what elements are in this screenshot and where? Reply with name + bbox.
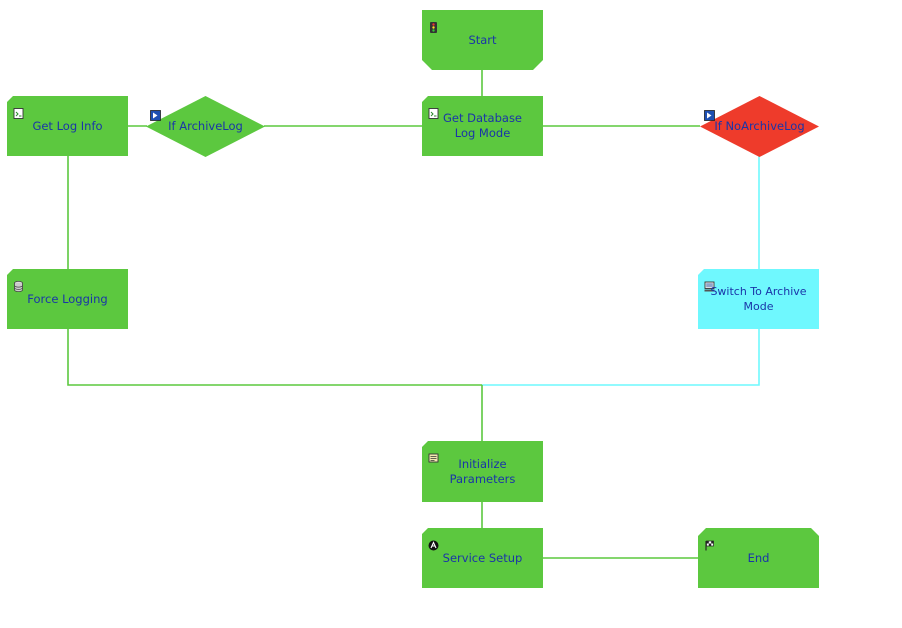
traffic-light-icon <box>430 22 437 33</box>
node-end[interactable]: End <box>698 528 819 588</box>
node-shape <box>7 96 128 156</box>
script-icon <box>13 108 24 119</box>
node-shape <box>7 269 128 329</box>
node-shape <box>422 528 543 588</box>
node-label: If ArchiveLog <box>168 119 243 133</box>
script-icon <box>428 108 439 119</box>
node-label: End <box>747 550 770 565</box>
node-get-database-log-mode[interactable]: Get Database Log Mode <box>422 96 543 156</box>
node-label: Get Log Info <box>32 118 103 133</box>
decision-icon <box>150 110 161 121</box>
node-switch-to-archive-mode[interactable]: Switch To Archive Mode <box>698 269 819 329</box>
link-switch-init <box>482 328 760 386</box>
link-force-init <box>67 328 482 386</box>
node-service-setup[interactable]: Service Setup <box>422 528 543 588</box>
decision-icon <box>704 110 715 121</box>
node-label: Force Logging <box>27 291 108 306</box>
database-icon <box>14 281 23 292</box>
node-label: Start <box>468 32 497 47</box>
node-shape <box>422 96 543 156</box>
node-initialize-parameters[interactable]: Initialize Parameters <box>422 441 543 502</box>
node-label: Initialize Parameters <box>449 456 516 486</box>
node-shape <box>422 441 543 502</box>
service-icon <box>428 540 439 551</box>
node-shape <box>422 10 543 70</box>
node-label: Get Database Log Mode <box>442 111 523 140</box>
parameters-icon <box>428 453 439 463</box>
node-if-archivelog[interactable]: If ArchiveLog <box>146 96 265 157</box>
flag-icon <box>705 540 714 551</box>
node-label: If NoArchiveLog <box>714 119 805 133</box>
node-get-log-info[interactable]: Get Log Info <box>7 96 128 156</box>
node-label: Service Setup <box>442 550 523 565</box>
node-shape <box>698 528 819 588</box>
node-if-noarchivelog[interactable]: If NoArchiveLog <box>700 96 819 157</box>
node-shape <box>146 96 265 157</box>
node-label: Switch To Archive Mode <box>710 285 807 313</box>
node-shape <box>698 269 819 329</box>
node-force-logging[interactable]: Force Logging <box>7 269 128 329</box>
monitor-icon <box>704 281 715 292</box>
node-start[interactable]: Start <box>422 10 543 70</box>
node-shape <box>700 96 819 157</box>
